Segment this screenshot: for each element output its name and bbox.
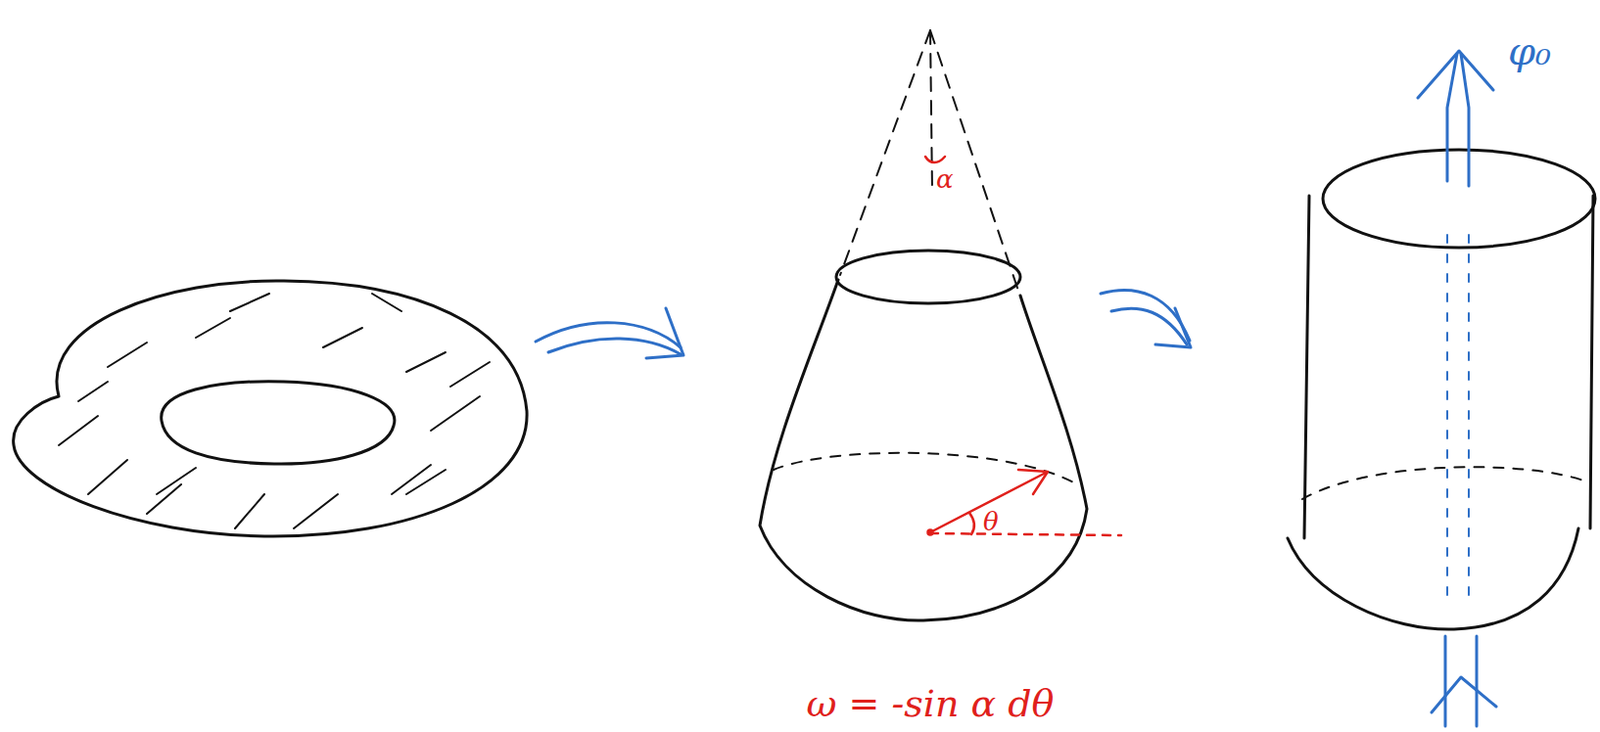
angle-label: θ bbox=[983, 509, 999, 535]
flux-label: φ₀ bbox=[1507, 31, 1552, 71]
angle-marks bbox=[925, 156, 1122, 536]
angle-label: α bbox=[936, 166, 954, 192]
cone bbox=[759, 30, 1087, 621]
formula: ω = -sin α dθ bbox=[806, 685, 1055, 723]
flux-arrow bbox=[1417, 50, 1497, 727]
cylinder bbox=[1287, 149, 1596, 630]
torus bbox=[13, 281, 527, 537]
transform-arrow bbox=[1100, 289, 1191, 348]
transform-arrow bbox=[535, 308, 684, 359]
